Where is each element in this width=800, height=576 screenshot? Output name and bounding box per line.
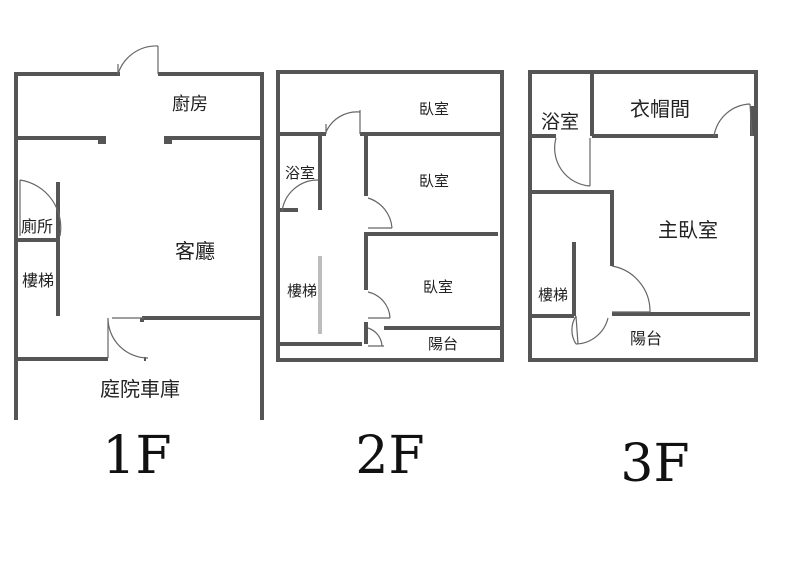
stairs-door-3f — [571, 315, 609, 345]
room-bath-2f: 浴室 — [285, 164, 315, 182]
room-master-3f: 主臥室 — [658, 218, 718, 242]
floor-3f: 浴室 衣帽間 主臥室 樓梯 陽台 — [528, 70, 758, 362]
balcony-door-2f — [367, 327, 384, 347]
room-balcony-3f: 陽台 — [630, 329, 662, 348]
garage-door-1f — [107, 317, 149, 359]
floor-label-2f: 2F — [355, 426, 424, 486]
room-closet-3f: 衣帽間 — [630, 97, 690, 121]
room-stairs-3f: 樓梯 — [538, 286, 568, 304]
floor-1f: 廚房 客廳 廁所 樓梯 庭院車庫 — [14, 45, 264, 420]
room-stairs-1f: 樓梯 — [22, 271, 54, 290]
room-bedroom-low-2f: 臥室 — [423, 278, 453, 296]
room-bedroom-top-2f: 臥室 — [419, 100, 449, 118]
floor-2f: 臥室 浴室 臥室 樓梯 臥室 陽台 — [276, 70, 504, 362]
balcony-wall-2f — [280, 326, 500, 346]
master-door-3f — [611, 265, 651, 313]
room-stairs-2f: 樓梯 — [287, 282, 317, 300]
bedroom-top-door-2f — [325, 110, 361, 134]
outer-wall-1f — [14, 72, 264, 420]
floor-label-3f: 3F — [620, 434, 689, 494]
bath-wall-2f — [280, 134, 322, 212]
floor-label-1f: 1F — [102, 426, 171, 486]
room-garage-1f: 庭院車庫 — [100, 377, 180, 401]
outer-wall-2f — [276, 70, 504, 362]
room-bath-3f: 浴室 — [541, 111, 579, 133]
column — [98, 136, 106, 144]
bedroom-low-door-2f — [367, 291, 391, 319]
room-bedroom-mid-2f: 臥室 — [419, 172, 449, 190]
room-balcony-2f: 陽台 — [428, 335, 458, 353]
column — [164, 136, 172, 144]
entry-door-1f — [117, 45, 159, 75]
room-living-1f: 客廳 — [175, 239, 215, 263]
toilet-door-1f — [19, 179, 62, 237]
bath-wall-3f — [532, 74, 718, 138]
room-toilet-1f: 廁所 — [21, 217, 53, 236]
bath-door-3f — [554, 137, 591, 187]
closet-door-3f — [713, 103, 753, 137]
bath-door-2f — [281, 179, 319, 213]
outer-wall-3f — [528, 70, 758, 362]
living-lower-wall-1f — [140, 316, 260, 322]
bedroom-mid-door-2f — [367, 197, 393, 229]
toilet-wall-1f — [18, 182, 60, 316]
stairs-wall-3f — [532, 190, 750, 318]
room-kitchen-1f: 廚房 — [172, 93, 208, 115]
